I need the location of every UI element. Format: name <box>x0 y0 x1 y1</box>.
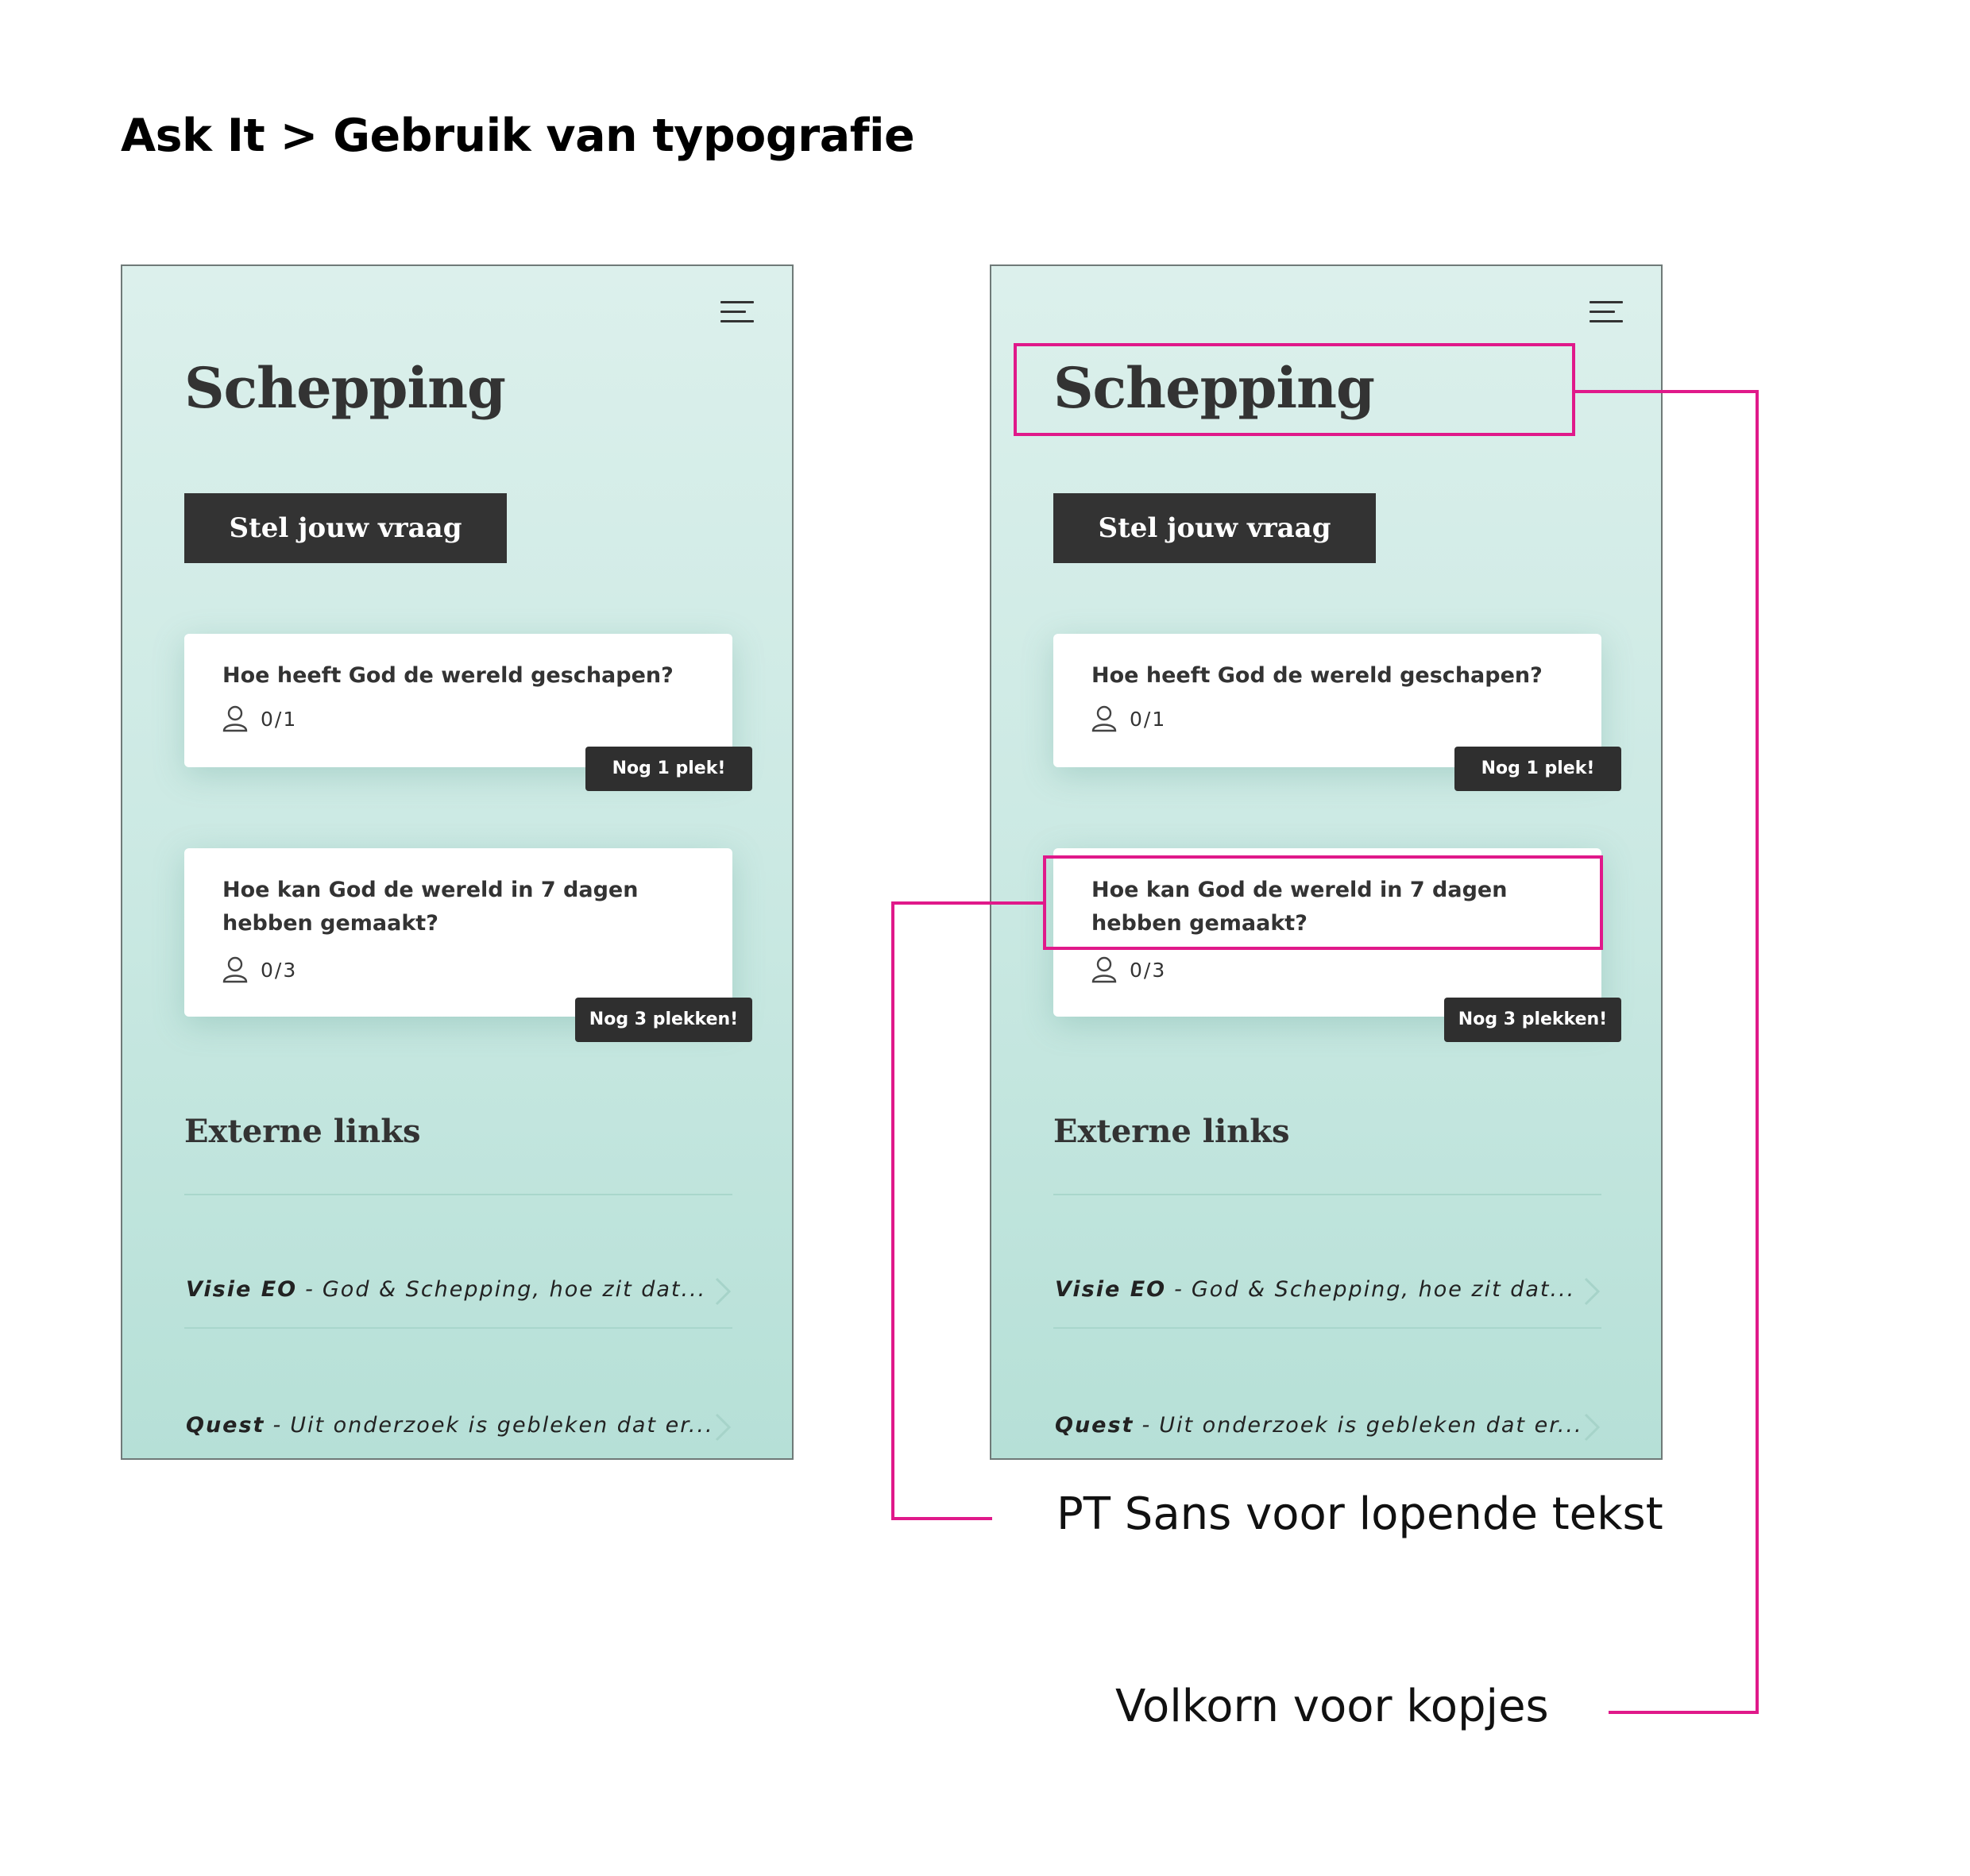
user-icon <box>222 956 248 983</box>
divider <box>184 1194 732 1195</box>
link-source: Quest <box>1055 1412 1134 1438</box>
phone-mockup-left: Schepping Stel jouw vraag Hoe heeft God … <box>121 264 794 1460</box>
user-icon <box>1091 705 1117 732</box>
question-text: Hoe heeft God de wereld geschapen? <box>222 663 674 688</box>
body-font-annotation: PT Sans voor lopende tekst <box>1056 1488 1663 1540</box>
participant-count: 0/3 <box>222 956 297 983</box>
question-card[interactable]: Hoe kan God de wereld in 7 dagen hebben … <box>1053 848 1601 1017</box>
connector-line <box>1574 390 1759 393</box>
link-source: Visie EO <box>1055 1276 1167 1302</box>
question-card[interactable]: Hoe heeft God de wereld geschapen? 0/1 <box>184 634 732 767</box>
page-heading: Schepping <box>1053 355 1375 421</box>
external-link-item[interactable]: Visie EO - God & Schepping, hoe zit dat.… <box>186 1261 734 1317</box>
connector-line <box>891 1517 992 1520</box>
participant-count: 0/3 <box>1091 956 1166 983</box>
link-separator: - <box>1141 1412 1152 1438</box>
count-value: 0/1 <box>261 707 298 731</box>
divider <box>1053 1327 1601 1329</box>
count-value: 0/3 <box>1130 958 1167 982</box>
question-card[interactable]: Hoe kan God de wereld in 7 dagen hebben … <box>184 848 732 1017</box>
connector-line <box>1756 390 1759 1714</box>
participant-count: 0/1 <box>1091 705 1166 732</box>
chevron-right-icon <box>715 1413 732 1442</box>
question-text: Hoe kan God de wereld in 7 dagen hebben … <box>222 878 639 936</box>
hamburger-menu-icon[interactable] <box>720 299 754 325</box>
ask-question-button[interactable]: Stel jouw vraag <box>1053 493 1376 563</box>
link-separator: - <box>305 1276 315 1302</box>
spots-badge: Nog 3 plekken! <box>1444 998 1621 1042</box>
external-link-item[interactable]: Quest - Uit onderzoek is gebleken dat er… <box>186 1397 734 1453</box>
external-links-heading: Externe links <box>1053 1113 1290 1150</box>
link-source: Visie EO <box>186 1276 298 1302</box>
link-separator: - <box>1174 1276 1184 1302</box>
user-icon <box>222 705 248 732</box>
link-text: God & Schepping, hoe zit dat... <box>1191 1276 1576 1302</box>
connector-line <box>891 901 1045 905</box>
question-text: Hoe heeft God de wereld geschapen? <box>1091 663 1543 688</box>
link-source: Quest <box>186 1412 265 1438</box>
chevron-right-icon <box>1584 1413 1601 1442</box>
connector-line <box>891 901 894 1520</box>
question-card[interactable]: Hoe heeft God de wereld geschapen? 0/1 <box>1053 634 1601 767</box>
body-text-highlight-box <box>1043 855 1603 950</box>
phone-mockup-right: Schepping Stel jouw vraag Hoe heeft God … <box>990 264 1663 1460</box>
divider <box>1053 1194 1601 1195</box>
link-text: Uit onderzoek is gebleken dat er... <box>1159 1412 1583 1438</box>
link-text: God & Schepping, hoe zit dat... <box>322 1276 707 1302</box>
external-links-heading: Externe links <box>184 1113 421 1150</box>
count-value: 0/1 <box>1130 707 1167 731</box>
page-title: Ask It > Gebruik van typografie <box>121 110 915 162</box>
connector-line <box>1609 1711 1759 1714</box>
external-link-item[interactable]: Visie EO - God & Schepping, hoe zit dat.… <box>1055 1261 1603 1317</box>
link-text: Uit onderzoek is gebleken dat er... <box>290 1412 714 1438</box>
page-heading: Schepping <box>184 355 506 421</box>
divider <box>184 1327 732 1329</box>
spots-badge: Nog 3 plekken! <box>575 998 752 1042</box>
count-value: 0/3 <box>261 958 298 982</box>
heading-font-annotation: Volkorn voor kopjes <box>1115 1681 1549 1732</box>
external-link-item[interactable]: Quest - Uit onderzoek is gebleken dat er… <box>1055 1397 1603 1453</box>
chevron-right-icon <box>1584 1277 1601 1306</box>
ask-question-button[interactable]: Stel jouw vraag <box>184 493 507 563</box>
link-separator: - <box>272 1412 283 1438</box>
spots-badge: Nog 1 plek! <box>585 747 752 791</box>
chevron-right-icon <box>715 1277 732 1306</box>
hamburger-menu-icon[interactable] <box>1590 299 1623 325</box>
question-text: Hoe kan God de wereld in 7 dagen hebben … <box>1091 878 1508 936</box>
participant-count: 0/1 <box>222 705 297 732</box>
user-icon <box>1091 956 1117 983</box>
spots-badge: Nog 1 plek! <box>1454 747 1621 791</box>
heading-highlight-box <box>1014 343 1575 436</box>
